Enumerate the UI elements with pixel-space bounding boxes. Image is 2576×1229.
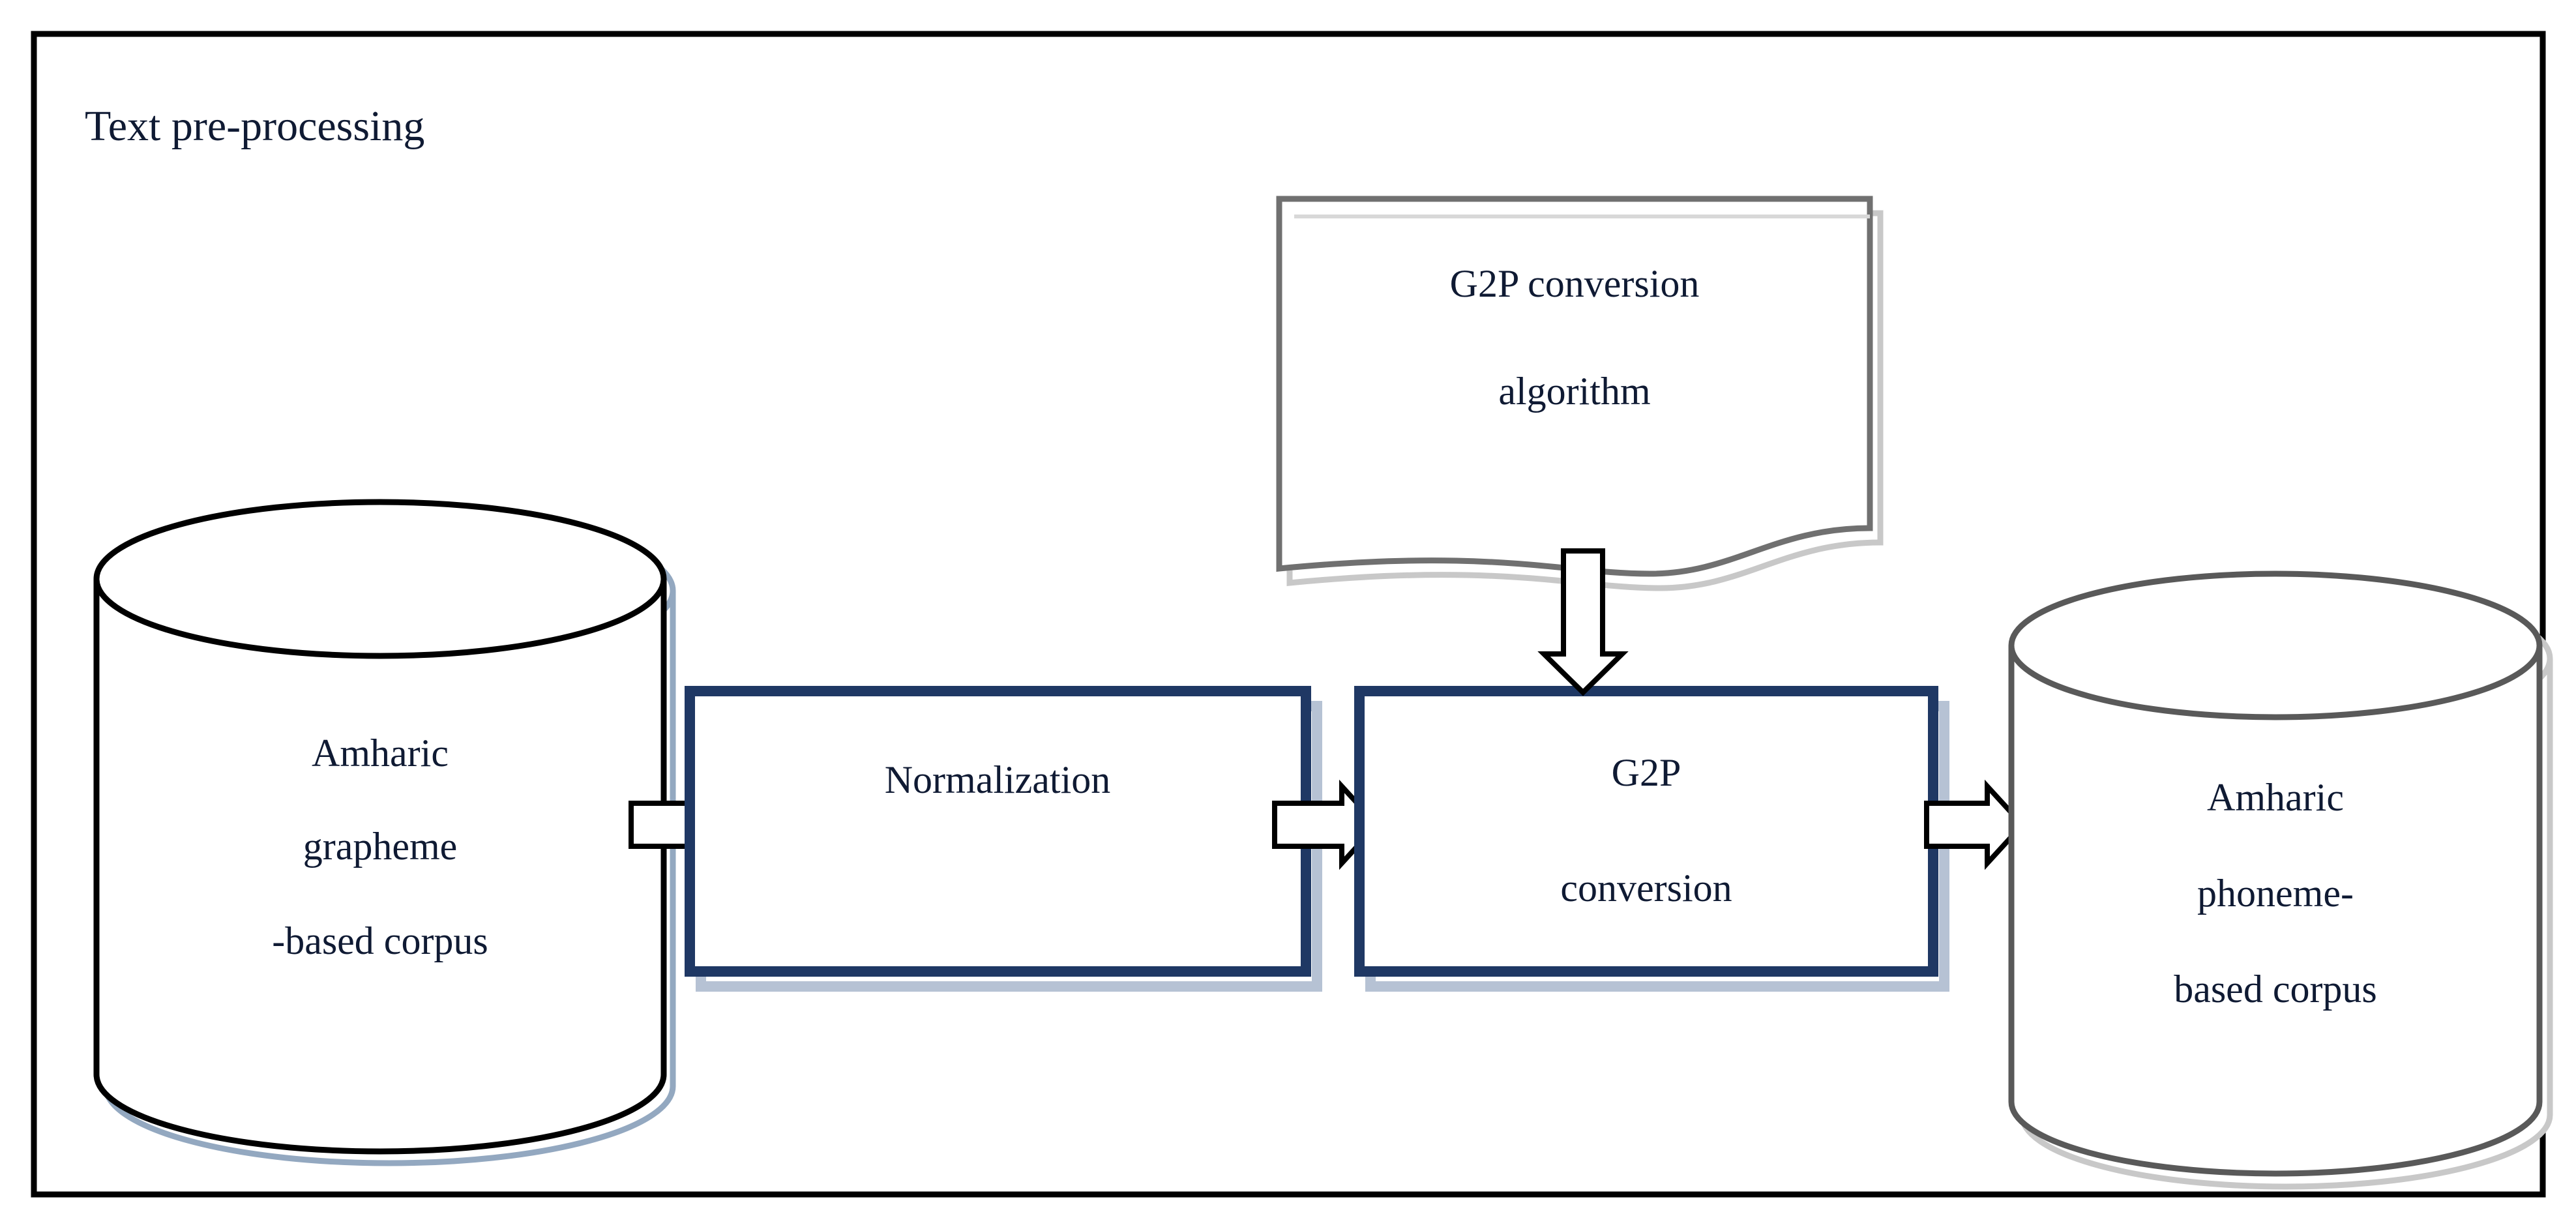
arrow-g2p-to-target — [1924, 779, 2026, 870]
target-corpus-line-2: phoneme- — [2197, 872, 2354, 915]
normalization-box: Normalization — [685, 686, 1322, 992]
g2p-conversion-line-2: conversion — [1560, 866, 1732, 910]
figure-frame — [31, 31, 2546, 1198]
g2p-conversion-box-border — [1354, 686, 1938, 977]
g2p-algorithm-line-2: algorithm — [1498, 370, 1650, 413]
target-corpus-line-3: based corpus — [2174, 968, 2377, 1011]
source-corpus-line-2: grapheme — [303, 825, 458, 868]
figure-title: Text pre-processing — [85, 102, 424, 150]
normalization-box-border — [685, 686, 1311, 977]
g2p-conversion-box: G2P conversion — [1354, 686, 1949, 992]
g2p-algorithm-document: G2P conversion algorithm — [1276, 196, 1884, 591]
source-cylinder-body — [93, 499, 667, 1155]
document-body — [1276, 196, 1873, 577]
target-corpus-cylinder: Amharic phoneme- based corpus — [2008, 570, 2553, 1190]
target-cylinder-body — [2008, 570, 2543, 1177]
source-corpus-cylinder: Amharic grapheme -based corpus — [93, 499, 676, 1166]
target-corpus-line-1: Amharic — [2207, 776, 2344, 819]
arrow-algorithm-to-g2p — [1537, 548, 1629, 696]
source-corpus-line-1: Amharic — [312, 732, 449, 775]
g2p-conversion-line-1: G2P — [1612, 751, 1681, 794]
g2p-algorithm-line-1: G2P conversion — [1450, 262, 1700, 305]
source-corpus-line-3: -based corpus — [272, 919, 488, 962]
normalization-label: Normalization — [885, 758, 1111, 801]
